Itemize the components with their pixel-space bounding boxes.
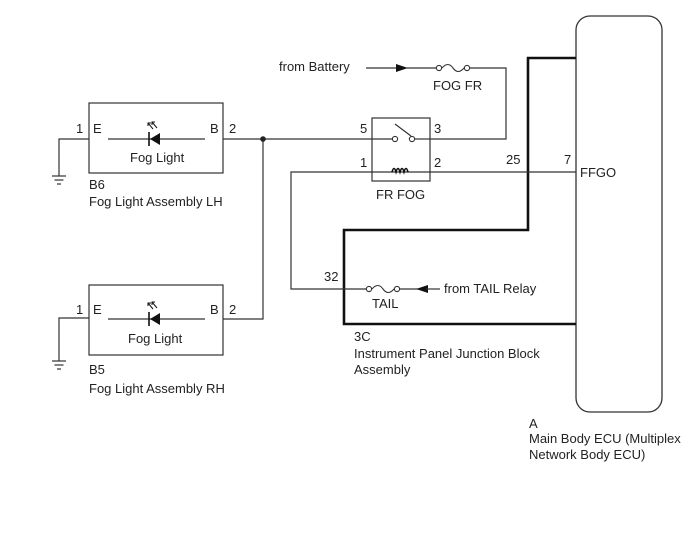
fog-light-lh-pin-e-num: 1 <box>76 121 83 136</box>
fog-light-rh-pin-e-num: 1 <box>76 302 83 317</box>
fuse-icon <box>435 63 471 73</box>
relay-pin-3: 3 <box>434 121 441 136</box>
junction-pin-25: 25 <box>506 152 520 167</box>
relay-coil-icon <box>391 167 409 175</box>
fog-light-lh-name: Fog Light Assembly LH <box>89 194 223 209</box>
ground-icon <box>52 360 66 370</box>
fog-light-assembly-rh: 1 E B 2 Fog Light B5 Fog Light Assembly … <box>76 284 236 396</box>
tail-fuse-label: TAIL <box>372 296 399 311</box>
fog-light-assembly-lh: 1 E B 2 Fog Light B6 Fog Light Assembly … <box>76 102 236 209</box>
fog-light-rh-code: B5 <box>89 362 105 377</box>
arrow-right-icon <box>396 64 408 72</box>
relay-switch-contact <box>408 135 416 143</box>
fuse-icon <box>365 284 401 294</box>
arrow-left-icon <box>416 285 428 293</box>
junction-pin-32: 32 <box>324 269 338 284</box>
fog-light-rh-name: Fog Light Assembly RH <box>89 381 225 396</box>
relay-switch-contact <box>391 135 399 143</box>
fuse-to-relay-wire <box>430 67 507 140</box>
fog-light-lh-pin-b: B <box>210 121 219 136</box>
ground-icon <box>52 175 66 185</box>
fog-light-rh-ground-wire <box>58 317 89 361</box>
ecu-pin-7: 7 <box>564 152 571 167</box>
relay-pin-1: 1 <box>360 155 367 170</box>
junction-block-name-line2: Assembly <box>354 362 411 377</box>
led-icon <box>150 313 160 325</box>
fog-light-rh-label: Fog Light <box>128 331 183 346</box>
relay-label: FR FOG <box>376 187 425 202</box>
fog-light-lh-label: Fog Light <box>130 150 185 165</box>
wire-junction-dot <box>260 136 266 142</box>
fr-fog-relay: 5 3 1 2 FR FOG <box>360 117 441 202</box>
fog-light-lh-pin-b-num: 2 <box>229 121 236 136</box>
junction-block-code: 3C <box>354 329 371 344</box>
battery-label: from Battery <box>279 59 350 74</box>
fog-light-lh-code: B6 <box>89 177 105 192</box>
fog-light-lh-pin-e: E <box>93 121 102 136</box>
junction-block-boundary <box>342 56 576 326</box>
ecu-name-line1: Main Body ECU (Multiplex <box>529 431 681 446</box>
ecu-name-line2: Network Body ECU) <box>529 447 645 462</box>
relay-pin-2: 2 <box>434 155 441 170</box>
fuse-fog-fr-label: FOG FR <box>433 78 482 93</box>
fog-light-rh-pin-e: E <box>93 302 102 317</box>
ecu-body <box>575 15 663 413</box>
fog-light-rh-pin-b: B <box>210 302 219 317</box>
tail-relay-label: from TAIL Relay <box>444 281 537 296</box>
light-emission-icon <box>147 121 158 130</box>
relay-pin-5: 5 <box>360 121 367 136</box>
ecu-code: A <box>529 416 538 431</box>
relay-switch-blade <box>394 123 412 137</box>
fog-light-rh-pin-b-num: 2 <box>229 302 236 317</box>
light-emission-icon <box>147 301 158 310</box>
wire-rh-to-junction <box>223 139 264 320</box>
relay-to-tail-wire <box>290 171 372 290</box>
fog-light-lh-ground-wire <box>58 138 89 176</box>
junction-block-name-line1: Instrument Panel Junction Block <box>354 346 540 361</box>
ecu-signal-ffgo: FFGO <box>580 165 616 180</box>
led-icon <box>150 133 160 145</box>
